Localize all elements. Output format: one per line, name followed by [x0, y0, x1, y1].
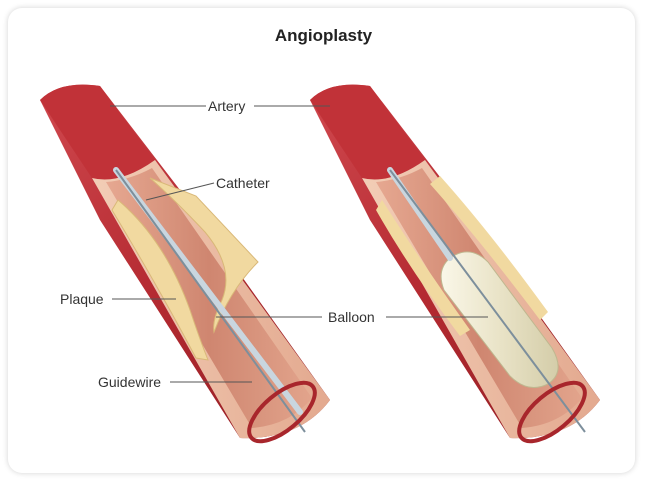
balloon-label: Balloon	[328, 309, 375, 325]
artery-label: Artery	[208, 98, 246, 114]
right-rim	[517, 380, 587, 444]
left-artery-top	[40, 84, 155, 180]
right-plaque-right	[430, 176, 548, 320]
leader-lines	[110, 105, 488, 383]
right-artery-top	[310, 84, 425, 180]
right-balloon	[440, 251, 559, 389]
left-plaque-right	[149, 177, 259, 334]
right-vessel	[310, 84, 600, 444]
left-rim	[247, 380, 317, 444]
guidewire-label: Guidewire	[98, 374, 162, 390]
plaque-label: Plaque	[60, 291, 104, 307]
right-plaque-left	[376, 200, 470, 336]
left-vessel	[40, 84, 330, 444]
catheter-label: Catheter	[216, 175, 270, 191]
left-guidewire	[115, 169, 306, 433]
diagram-title: Angioplasty	[274, 26, 373, 45]
left-plaque-left	[111, 199, 209, 361]
catheter-leader	[145, 182, 215, 201]
left-catheter	[113, 167, 303, 415]
